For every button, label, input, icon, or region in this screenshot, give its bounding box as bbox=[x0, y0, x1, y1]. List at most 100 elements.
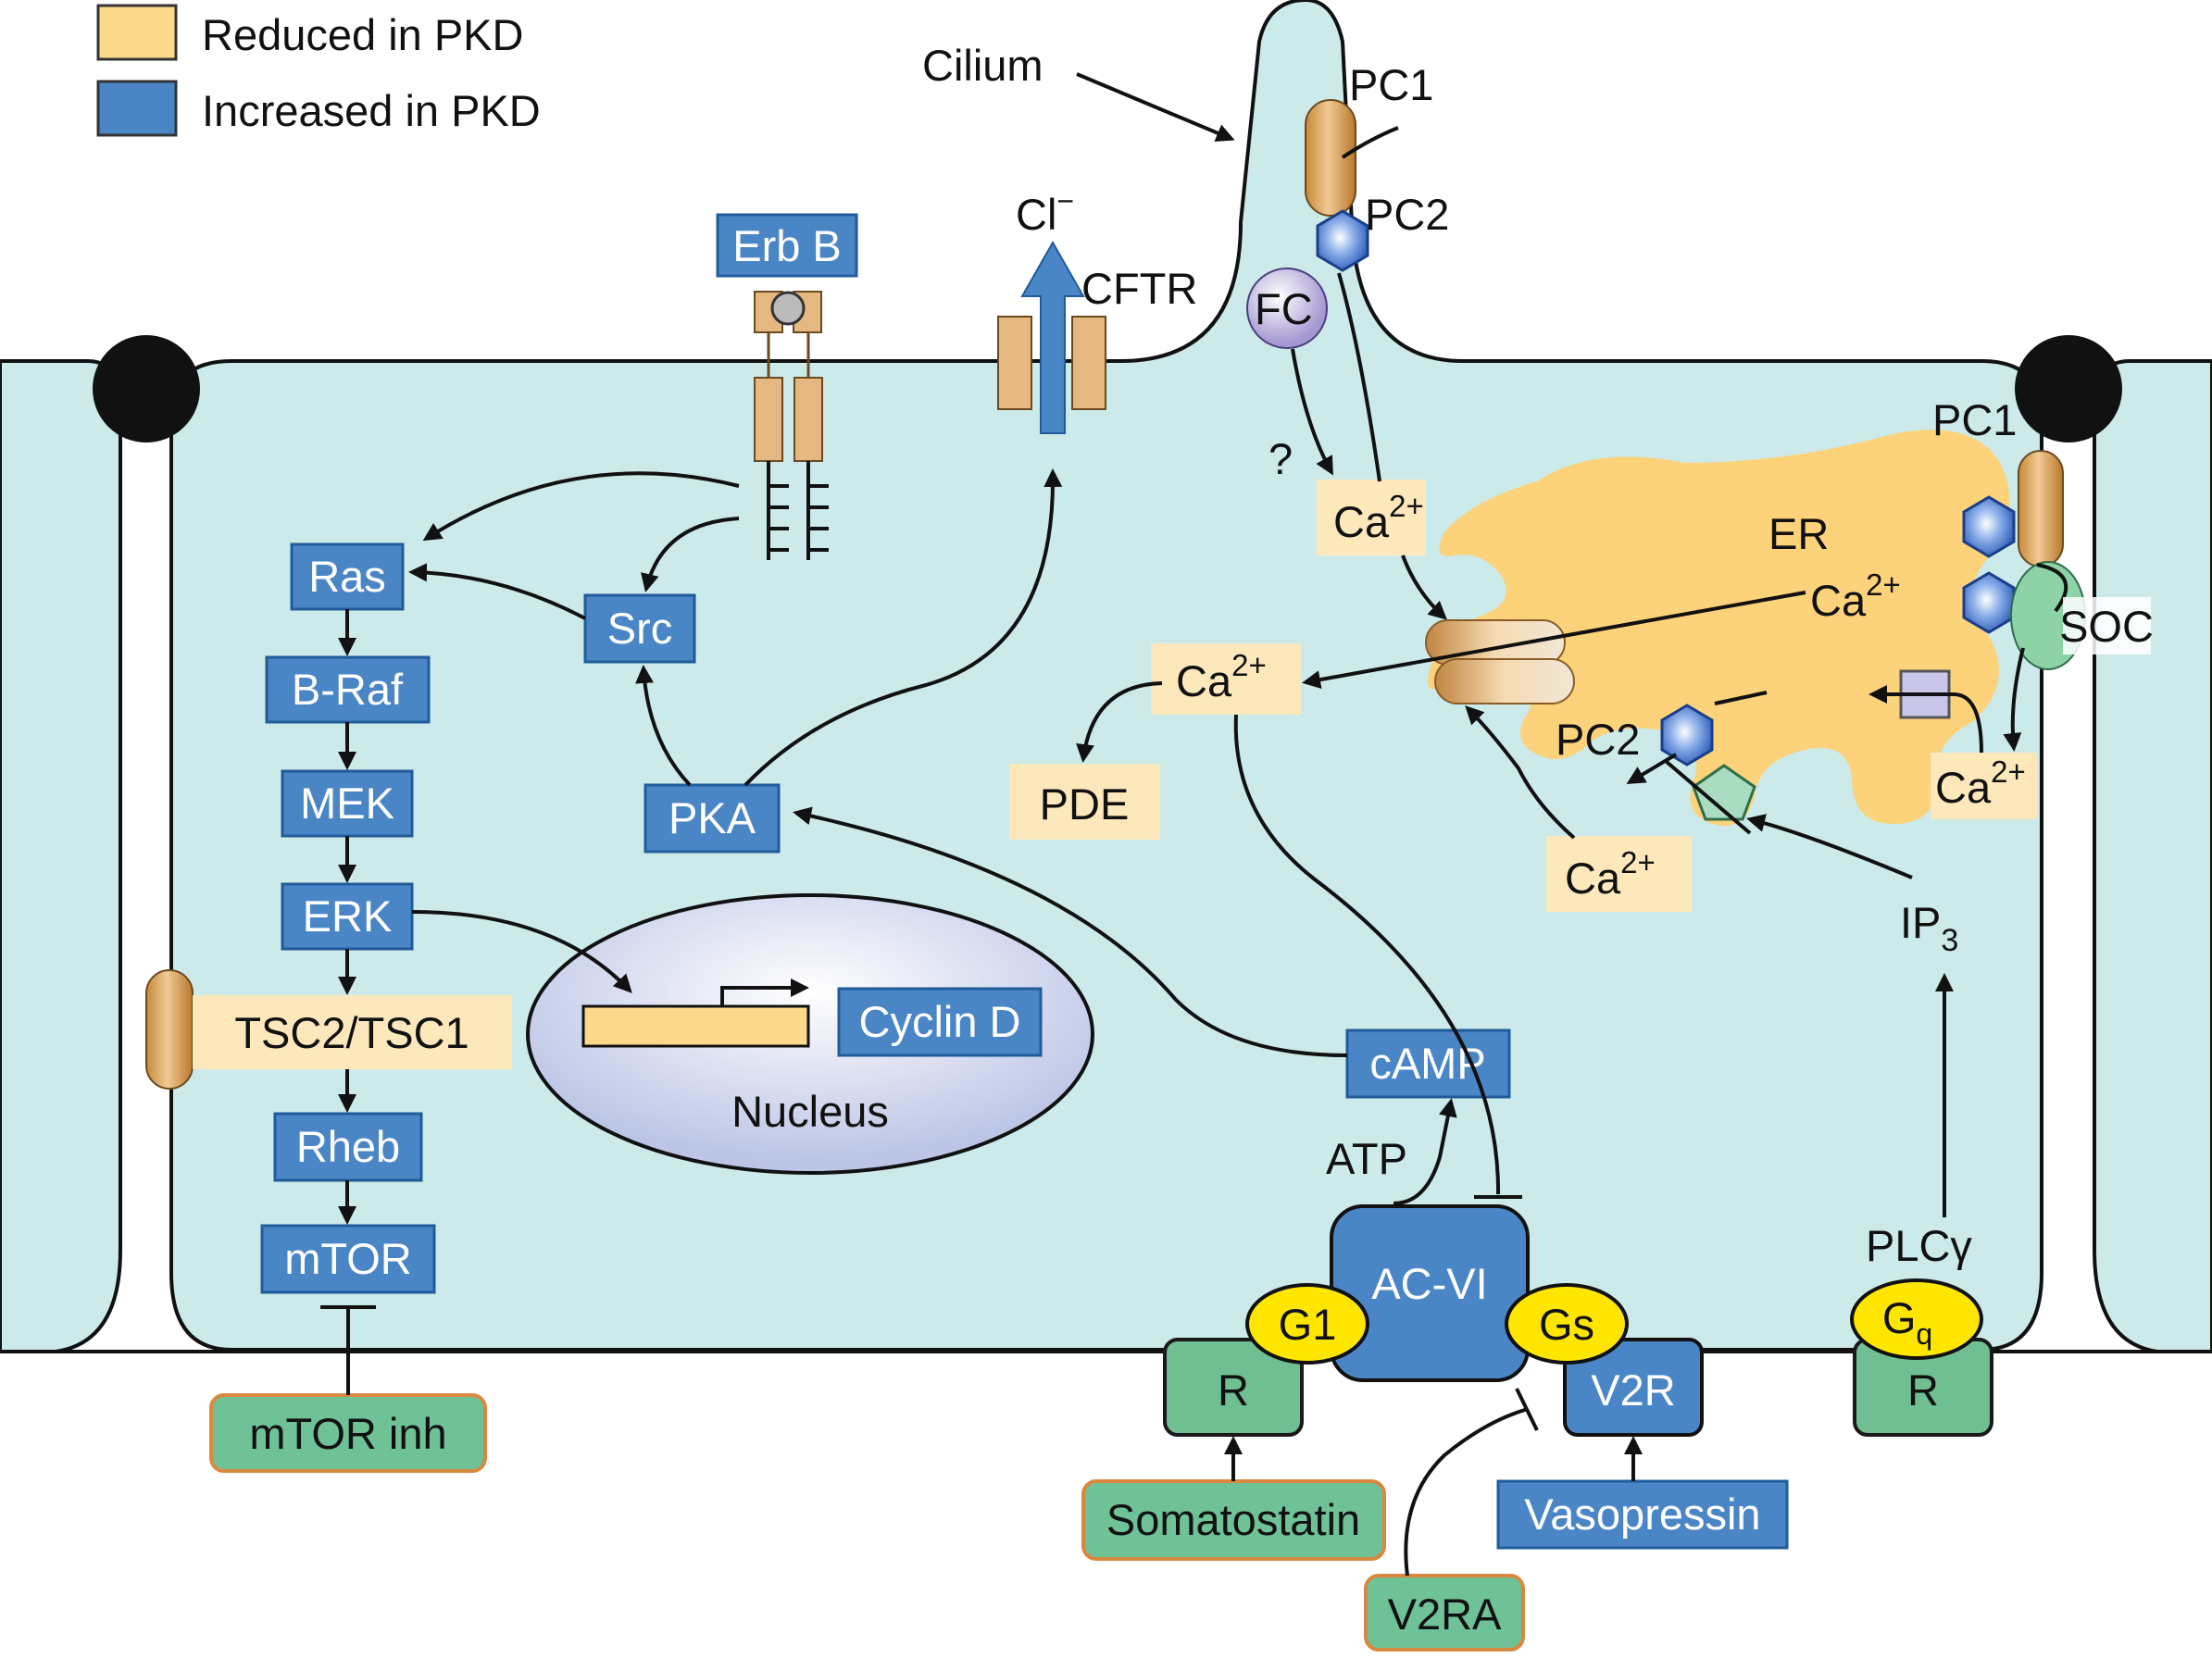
svg-text:Ca2+: Ca2+ bbox=[1810, 567, 1901, 625]
svg-text:Somatostatin: Somatostatin bbox=[1106, 1495, 1360, 1544]
svg-text:ERK: ERK bbox=[303, 891, 393, 941]
cl-label: Cl− bbox=[1016, 184, 1074, 239]
er-label: ER bbox=[1768, 509, 1829, 558]
er-calcium-channel bbox=[1425, 619, 1575, 704]
r-left-node: R bbox=[1163, 1338, 1304, 1437]
ras-node: Ras bbox=[290, 542, 405, 611]
ac-vi-node: AC-VI bbox=[1330, 1204, 1530, 1382]
right-neighbor-cell bbox=[2093, 359, 2212, 1353]
fc-protein bbox=[1246, 268, 1328, 349]
svg-text:Rheb: Rheb bbox=[296, 1122, 400, 1171]
svg-text:mTOR: mTOR bbox=[284, 1234, 412, 1283]
pc1-right-label: PC1 bbox=[1932, 395, 2017, 444]
src-node: Src bbox=[583, 593, 696, 664]
soc-hook bbox=[2036, 563, 2068, 613]
ip3-label: IP3 bbox=[1900, 898, 1958, 958]
pc1-cilium bbox=[1305, 99, 1356, 217]
cl-text: Cl bbox=[1016, 190, 1056, 239]
ca-cilium-influx: Ca2+ bbox=[1317, 480, 1426, 555]
svg-text:Ca2+: Ca2+ bbox=[1935, 754, 2026, 812]
somatostatin-node: Somatostatin bbox=[1081, 1479, 1386, 1561]
svg-text:V2RA: V2RA bbox=[1388, 1589, 1502, 1639]
erbb-box bbox=[716, 213, 858, 278]
svg-text:PKA: PKA bbox=[669, 793, 756, 842]
braf-node: B-Raf bbox=[265, 655, 431, 724]
tight-junction-left bbox=[93, 335, 200, 443]
legend: Reduced in PKD Increased in PKD bbox=[96, 4, 541, 137]
cftr-left bbox=[997, 316, 1032, 410]
svg-text:Src: Src bbox=[607, 604, 673, 653]
transcription-start-arrow bbox=[720, 979, 809, 1006]
legend-reduced-swatch bbox=[96, 4, 178, 61]
ip3-receptor-pentagon bbox=[1692, 764, 1756, 821]
ca-er-store: Ca2+ bbox=[1810, 567, 1901, 625]
mtor-inhibitor-node: mTOR inh bbox=[209, 1393, 487, 1473]
svg-text:TSC2/TSC1: TSC2/TSC1 bbox=[234, 1008, 469, 1057]
pc2-er-hexagon-2 bbox=[1962, 571, 2016, 634]
svg-text:Ras: Ras bbox=[308, 552, 386, 601]
tight-junction-right bbox=[2015, 335, 2122, 443]
svg-text:R: R bbox=[1907, 1365, 1939, 1415]
svg-text:Ca2+: Ca2+ bbox=[1565, 845, 1656, 903]
svg-text:Gs: Gs bbox=[1539, 1300, 1594, 1349]
camp-node: cAMP bbox=[1345, 1028, 1511, 1099]
soc-label: SOC bbox=[2059, 602, 2154, 651]
pathway-arrows bbox=[320, 272, 2025, 1577]
svg-text:AC-VI: AC-VI bbox=[1371, 1259, 1487, 1308]
rheb-node: Rheb bbox=[273, 1112, 423, 1182]
cl-sup: − bbox=[1056, 184, 1074, 218]
plc-label: PLCγ bbox=[1866, 1221, 1972, 1270]
ca-soc-influx: Ca2+ bbox=[1931, 753, 2037, 819]
pde-box bbox=[1009, 764, 1160, 840]
ca-er-release: Ca2+ bbox=[1546, 836, 1692, 912]
erbb-label: Erb B bbox=[732, 221, 842, 270]
pc2-er-hexagon-1 bbox=[1962, 495, 2016, 558]
svg-text:V2R: V2R bbox=[1591, 1365, 1675, 1415]
left-neighbor-cell bbox=[0, 359, 122, 1353]
pc2-top-label: PC2 bbox=[1365, 190, 1449, 239]
pc1-tail bbox=[1341, 126, 1399, 159]
g1-node: G1 bbox=[1245, 1283, 1369, 1365]
cilium-label: Cilium bbox=[922, 41, 1044, 90]
legend-reduced-label: Reduced in PKD bbox=[202, 10, 523, 59]
pc2-cilium-hexagon bbox=[1316, 209, 1369, 272]
erbb-receptor: Erb B bbox=[716, 213, 858, 560]
svg-text:G1: G1 bbox=[1279, 1300, 1337, 1349]
svg-text:Ca2+: Ca2+ bbox=[1176, 648, 1267, 705]
svg-text:R: R bbox=[1218, 1365, 1249, 1415]
ca-cytosol: Ca2+ bbox=[1151, 643, 1301, 715]
svg-text:MEK: MEK bbox=[300, 779, 394, 828]
mtor-node: mTOR bbox=[260, 1224, 436, 1294]
mek-node: MEK bbox=[281, 769, 414, 838]
cilium-pointer-arrow bbox=[1076, 72, 1235, 143]
gene-bar bbox=[581, 1004, 810, 1048]
nucleus: Cyclin D Nucleus bbox=[526, 893, 1094, 1175]
tsc-membrane-protein bbox=[145, 969, 194, 1090]
legend-increased-label: Increased in PKD bbox=[202, 86, 541, 135]
pde-label: PDE bbox=[1040, 779, 1130, 829]
pc1-er bbox=[2018, 450, 2064, 567]
gs-node: Gs bbox=[1505, 1283, 1629, 1365]
svg-text:Vasopressin: Vasopressin bbox=[1524, 1490, 1760, 1539]
erbb-ligand bbox=[770, 291, 806, 326]
erk-node: ERK bbox=[281, 882, 414, 951]
fc-label: FC bbox=[1255, 284, 1313, 333]
pc2-er-label: PC2 bbox=[1556, 715, 1640, 764]
pc1-top-label: PC1 bbox=[1349, 60, 1433, 109]
nucleus-label: Nucleus bbox=[731, 1087, 889, 1136]
v2ra-node: V2RA bbox=[1364, 1574, 1525, 1652]
question-label: ? bbox=[1268, 434, 1293, 483]
svg-text:B-Raf: B-Raf bbox=[292, 665, 404, 714]
svg-text:Ca2+: Ca2+ bbox=[1333, 489, 1424, 546]
tsc-node: TSC2/TSC1 bbox=[193, 995, 512, 1069]
svg-text:cAMP: cAMP bbox=[1369, 1039, 1485, 1088]
pc2-er-hexagon-3 bbox=[1660, 704, 1714, 767]
atp-label: ATP bbox=[1326, 1134, 1407, 1183]
svg-text:Gq: Gq bbox=[1882, 1293, 1932, 1351]
legend-increased-swatch bbox=[96, 80, 178, 137]
svg-text:mTOR inh: mTOR inh bbox=[249, 1409, 446, 1458]
pka-node: PKA bbox=[644, 783, 781, 854]
v2r-node: V2R bbox=[1563, 1338, 1704, 1437]
er-body bbox=[1428, 430, 2010, 826]
